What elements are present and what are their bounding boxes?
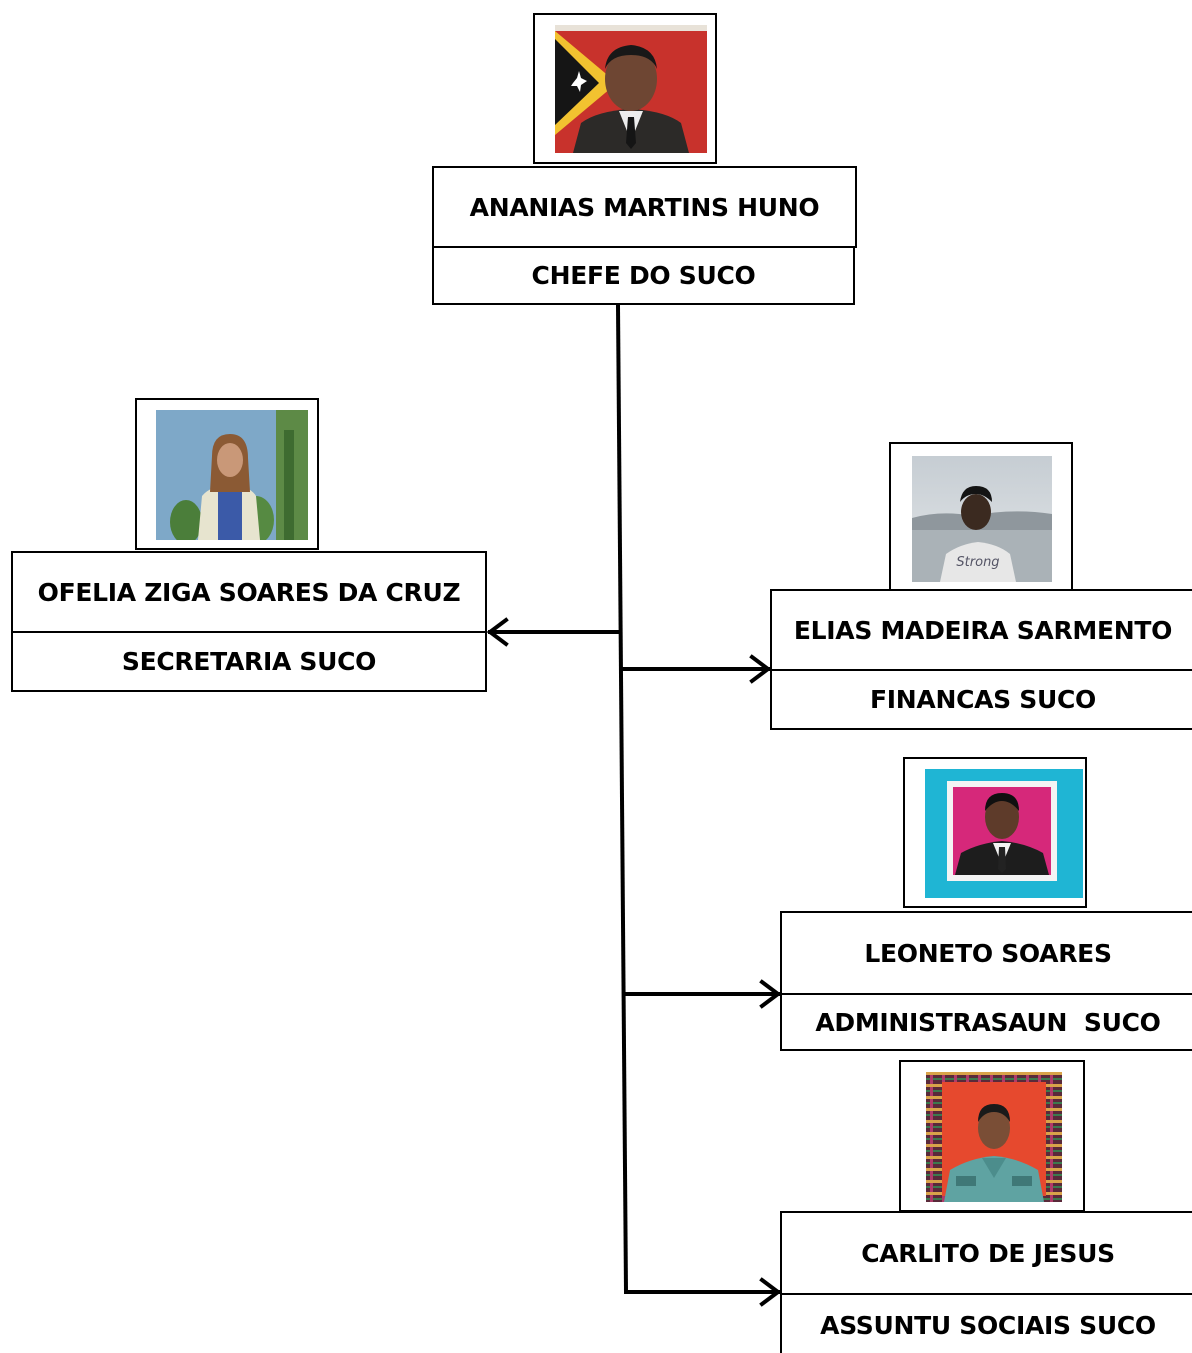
arrowhead-secretary bbox=[486, 617, 509, 647]
chief-name: ANANIAS MARTINS HUNO bbox=[469, 192, 820, 222]
social-role-box: ASSUNTU SOCIAIS SUCO bbox=[780, 1293, 1192, 1353]
finance-role: FINANCAS SUCO bbox=[870, 685, 1096, 714]
administration-name-box: LEONETO SOARES bbox=[780, 911, 1192, 995]
social-photo-frame bbox=[899, 1060, 1085, 1212]
secretary-role-box: SECRETARIA SUCO bbox=[11, 631, 487, 692]
chief-role: CHEFE DO SUCO bbox=[531, 261, 756, 290]
arrowhead-social bbox=[759, 1277, 782, 1307]
administration-role-box: ADMINISTRASAUN SUCO bbox=[780, 993, 1192, 1051]
shirt-print-text: Strong bbox=[956, 555, 999, 570]
secretary-name-box: OFELIA ZIGA SOARES DA CRUZ bbox=[11, 551, 487, 633]
administration-role: ADMINISTRASAUN SUCO bbox=[815, 1007, 1161, 1037]
secretary-name: OFELIA ZIGA SOARES DA CRUZ bbox=[37, 577, 461, 607]
arrowhead-administration bbox=[759, 979, 782, 1009]
finance-photo-frame: Strong bbox=[889, 442, 1073, 592]
administration-name: LEONETO SOARES bbox=[864, 938, 1112, 968]
social-photo bbox=[926, 1072, 1062, 1202]
secretary-photo-frame bbox=[135, 398, 319, 550]
chief-name-box: ANANIAS MARTINS HUNO bbox=[432, 166, 857, 248]
administration-photo bbox=[925, 769, 1083, 898]
finance-name: ELIAS MADEIRA SARMENTO bbox=[793, 615, 1173, 645]
secretary-role: SECRETARIA SUCO bbox=[121, 647, 377, 676]
arrowhead-finance bbox=[749, 654, 772, 684]
main-trunk-line bbox=[615, 303, 629, 1295]
social-name: CARLITO DE JESUS bbox=[861, 1238, 1115, 1268]
chief-photo-frame bbox=[533, 13, 717, 164]
secretary-photo bbox=[156, 410, 308, 540]
finance-role-box: FINANCAS SUCO bbox=[770, 669, 1192, 730]
finance-name-box: ELIAS MADEIRA SARMENTO bbox=[770, 589, 1192, 671]
chief-role-box: CHEFE DO SUCO bbox=[432, 246, 855, 305]
social-role: ASSUNTU SOCIAIS SUCO bbox=[820, 1310, 1156, 1340]
social-name-box: CARLITO DE JESUS bbox=[780, 1211, 1192, 1295]
chief-photo bbox=[555, 25, 707, 153]
administration-photo-frame bbox=[903, 757, 1087, 908]
finance-photo: Strong bbox=[912, 456, 1052, 582]
